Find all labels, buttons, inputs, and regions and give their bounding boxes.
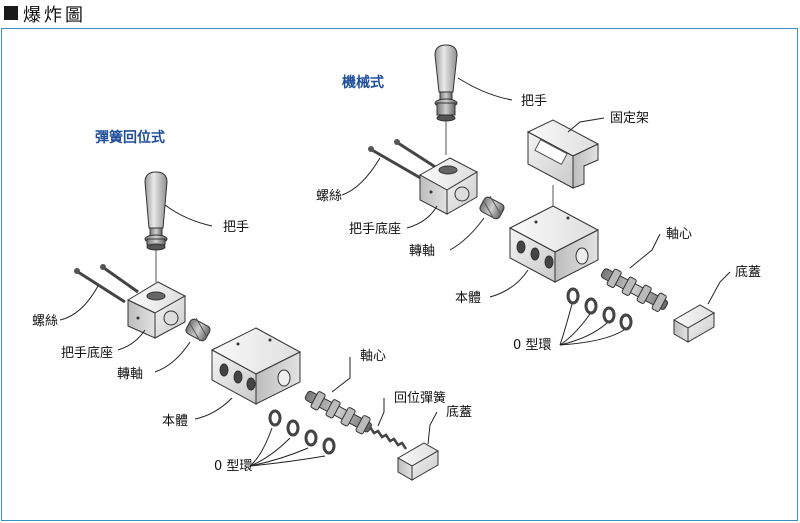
left-label-spool: 軸心 (360, 349, 386, 364)
right-handle-base (418, 157, 479, 215)
right-handle (434, 44, 458, 155)
right-bracket (526, 119, 600, 208)
left-label-screw: 螺絲 (32, 314, 58, 329)
left-label-oring: 0 型環 (214, 459, 252, 474)
page-title: 爆炸圖 (23, 5, 86, 26)
header: 爆炸圖 (0, 0, 800, 28)
right-label-bracket: 固定架 (610, 111, 649, 126)
diagram-frame (1, 28, 798, 521)
right-label-screw: 螺絲 (316, 189, 342, 204)
left-cover (396, 442, 440, 481)
right-label-oring: 0 型環 (513, 338, 551, 353)
right-label-spool: 軸心 (666, 227, 692, 242)
left-shaft (185, 317, 211, 342)
left-label-spring: 回位彈簧 (394, 390, 446, 406)
right-cover (672, 304, 716, 343)
left-spool (304, 390, 372, 435)
right-body (508, 205, 600, 283)
left-label-cover: 底蓋 (446, 404, 472, 420)
left-handle-base (126, 281, 187, 339)
right-label-handle: 把手 (521, 94, 547, 109)
right-shaft (479, 195, 505, 220)
right-orings (566, 287, 633, 331)
right-spool (600, 268, 669, 312)
left-label-body: 本體 (162, 414, 188, 429)
left-body (210, 327, 302, 405)
left-orings (268, 409, 336, 455)
right-label-handle-base: 把手底座 (349, 221, 401, 237)
left-screws (74, 264, 139, 304)
right-screws (368, 139, 441, 182)
left-handle (144, 171, 168, 282)
left-label-shaft: 轉軸 (117, 367, 143, 382)
left-label-handle: 把手 (223, 220, 249, 235)
left-assembly-title: 彈簧回位式 (95, 129, 165, 146)
left-assembly: 彈簧回位式 (32, 129, 472, 481)
right-assembly: 機械式 (316, 44, 761, 353)
header-square-icon (4, 6, 18, 20)
right-assembly-title: 機械式 (342, 74, 384, 91)
right-label-cover: 底蓋 (735, 264, 761, 280)
right-label-shaft: 轉軸 (409, 244, 435, 259)
left-label-handle-base: 把手底座 (61, 345, 113, 361)
left-spring (368, 426, 408, 450)
right-label-body: 本體 (455, 291, 481, 306)
